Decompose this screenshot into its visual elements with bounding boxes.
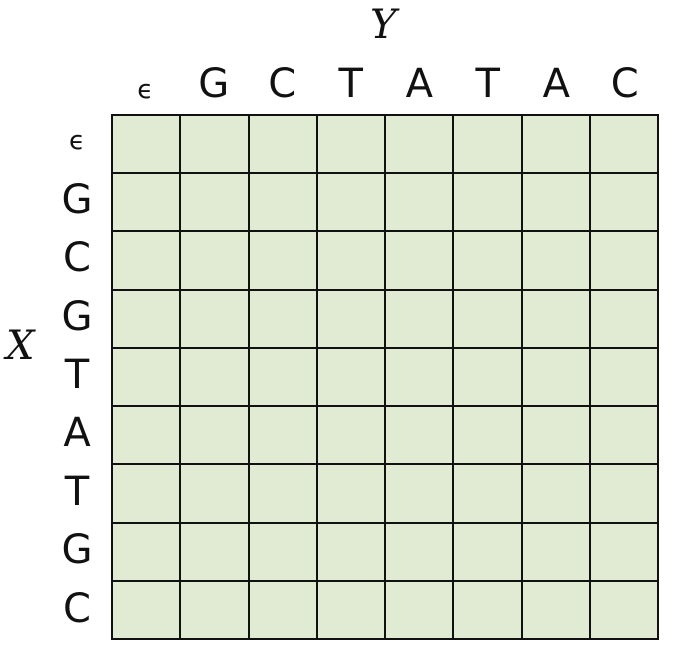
row-header: G <box>61 176 93 223</box>
matrix-cell <box>181 232 248 289</box>
matrix-cell <box>590 465 657 522</box>
matrix-cell <box>181 523 248 580</box>
matrix-cell <box>181 465 248 522</box>
matrix-cell <box>386 232 453 289</box>
matrix-cell <box>590 407 657 464</box>
row-header: C <box>63 585 91 632</box>
matrix-cell <box>522 232 589 289</box>
matrix-cell <box>386 465 453 522</box>
matrix-cell <box>522 523 589 580</box>
matrix-cell <box>454 116 521 173</box>
y-axis-label: Y <box>370 2 397 48</box>
matrix-cell <box>590 232 657 289</box>
row-header: A <box>63 410 91 457</box>
matrix-cell <box>317 116 384 173</box>
matrix-cell <box>181 116 248 173</box>
matrix-cell <box>590 116 657 173</box>
matrix-cell <box>522 174 589 231</box>
matrix-cell <box>113 116 180 173</box>
matrix-cell <box>249 348 316 406</box>
alignment-grid <box>111 114 659 640</box>
matrix-cell <box>249 174 316 231</box>
column-header: A <box>542 61 570 107</box>
matrix-cell <box>590 174 657 231</box>
matrix-cell <box>113 407 180 464</box>
row-header: G <box>61 293 93 340</box>
matrix-cell <box>317 290 384 347</box>
matrix-cell <box>386 407 453 464</box>
matrix-cell <box>454 348 521 406</box>
matrix-cell <box>454 174 521 231</box>
matrix-cell <box>522 407 589 464</box>
column-header: T <box>338 61 363 107</box>
matrix-cell <box>590 348 657 406</box>
column-header: ϵ <box>137 75 154 105</box>
column-header: C <box>610 61 639 107</box>
matrix-cell <box>590 581 657 638</box>
matrix-cell <box>113 348 180 406</box>
matrix-cell <box>181 290 248 347</box>
matrix-cell <box>317 581 384 638</box>
matrix-cell <box>454 581 521 638</box>
matrix-cell <box>249 523 316 580</box>
column-header: C <box>268 61 297 107</box>
matrix-cell <box>317 465 384 522</box>
matrix-cell <box>317 232 384 289</box>
matrix-cell <box>590 523 657 580</box>
matrix-cell <box>522 116 589 173</box>
row-header: T <box>64 352 90 398</box>
matrix-cell <box>249 465 316 522</box>
matrix-cell <box>181 407 248 464</box>
matrix-cell <box>454 465 521 522</box>
matrix-cell <box>454 407 521 464</box>
matrix-cell <box>317 407 384 464</box>
matrix-cell <box>249 581 316 638</box>
x-axis-label: X <box>6 323 35 369</box>
matrix-cell <box>113 581 180 638</box>
matrix-cell <box>181 581 248 638</box>
matrix-cell <box>454 290 521 347</box>
matrix-cell <box>522 581 589 638</box>
matrix-cell <box>386 581 453 638</box>
matrix-cell <box>113 290 180 347</box>
matrix-cell <box>113 523 180 580</box>
matrix-cell <box>522 465 589 522</box>
row-header: T <box>64 468 90 515</box>
matrix-cell <box>454 523 521 580</box>
matrix-cell <box>249 290 316 347</box>
matrix-cell <box>386 348 453 406</box>
row-header: G <box>61 527 93 574</box>
matrix-cell <box>386 174 453 231</box>
column-header: G <box>198 61 230 107</box>
matrix-cell <box>317 174 384 231</box>
matrix-cell <box>113 174 180 231</box>
matrix-cell <box>181 174 248 231</box>
matrix-cell <box>181 348 248 406</box>
matrix-cell <box>249 116 316 173</box>
matrix-cell <box>590 290 657 347</box>
matrix-cell <box>386 523 453 580</box>
matrix-cell <box>317 348 384 406</box>
row-header: C <box>63 235 91 282</box>
matrix-cell <box>386 116 453 173</box>
matrix-cell <box>386 290 453 347</box>
column-header: T <box>475 61 500 107</box>
matrix-cell <box>522 348 589 406</box>
matrix-cell <box>454 232 521 289</box>
matrix-cell <box>522 290 589 347</box>
matrix-cell <box>113 465 180 522</box>
matrix-cell <box>249 232 316 289</box>
row-header: ϵ <box>69 126 85 157</box>
matrix-cell <box>317 523 384 580</box>
matrix-cell <box>113 232 180 289</box>
column-header: A <box>405 61 433 107</box>
matrix-cell <box>249 407 316 464</box>
